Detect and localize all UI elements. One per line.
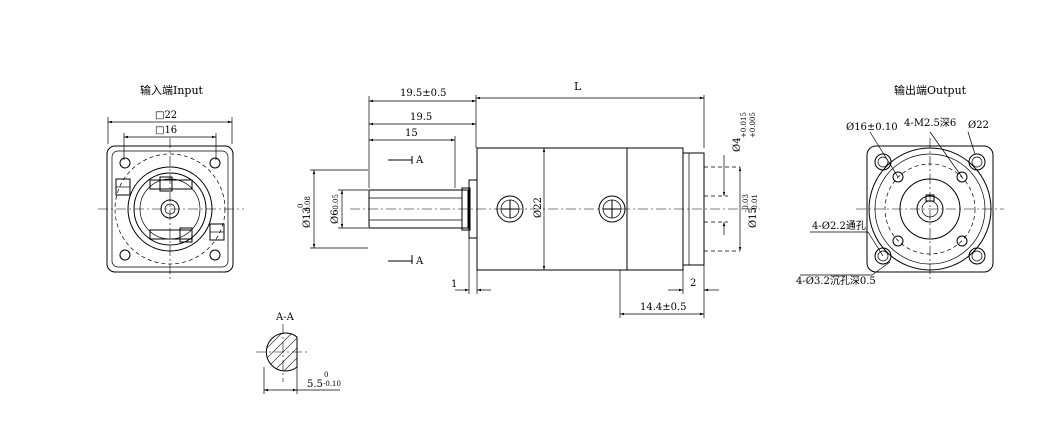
corner-hole [968,247,986,265]
side-view: L 19.5±0.5 19.5 15 A A Ø13 0 -0.08 Ø6 -0… [297,80,760,318]
section-mark-top: A [415,155,424,166]
input-hole [209,249,221,261]
input-hole [209,157,221,169]
corner-hole-inner [877,156,889,168]
dim-d15-tol-upper: -0.03 [742,194,750,212]
output-boss [899,178,961,240]
output-end-view: 输出端Output Ø16±0.10 4-M2.5深 [796,83,1004,287]
output-ring-inner [874,153,986,265]
clamp-block [149,179,193,190]
corner-hole [968,153,986,171]
dim-d22: Ø22 [533,197,544,218]
dim-5-5-tol-upper: 0 [324,371,328,379]
dim-19-5-tol: 19.5±0.5 [400,88,447,99]
input-ring [127,166,213,252]
clamp-nut [179,227,193,243]
bolt-circle [114,153,226,265]
dim-d4-tol-lower: +0.005 [749,112,757,138]
dim-1: 1 [451,279,457,290]
output-view-title: 输出端Output [894,83,967,97]
threaded-hole [892,235,904,247]
dim-5-5: 5.5 [307,379,323,390]
corner-hole [874,247,892,265]
corner-hole-inner [877,250,889,262]
corner-hole-inner [971,250,983,262]
dim-d13: Ø13 [302,207,313,228]
input-dim-outer: □22 [155,110,177,121]
dim-14-4: 14.4±0.5 [640,302,687,313]
section-title: A-A [275,312,295,323]
input-hole [119,249,131,261]
leader-m2 [929,131,963,178]
dim-l: L [574,80,582,93]
input-view-title: 输入端Input [140,83,204,97]
threaded-hole [956,235,968,247]
corner-hole-inner [971,156,983,168]
leader-22 [967,131,976,155]
threaded-hole [892,171,904,183]
corner-hole [874,153,892,171]
keyway [925,194,935,202]
dim-d6: Ø6 [330,209,341,224]
dim-d6-tol: -0.05 [332,194,340,212]
dim-22: Ø22 [968,120,989,131]
input-hole [119,157,131,169]
output-shaft [916,195,944,223]
dim-m2: 4-M2.5深6 [904,117,956,129]
body-screw [598,195,626,223]
threaded-hole [956,171,968,183]
dim-counterbore: 4-Ø3.2沉孔深0.5 [796,274,876,287]
dim-d13-tol-lower: -0.08 [304,196,312,214]
dim-d15: Ø15 [748,207,759,228]
input-bore [160,199,180,219]
dim-d16: Ø16±0.10 [846,122,898,133]
input-dim-inner: □16 [155,125,177,136]
dim-d13-tol-upper: 0 [297,204,305,208]
dim-19-5: 19.5 [410,112,432,123]
dim-d4-tol-upper: +0.015 [740,112,748,138]
leader-counterbore [871,261,891,276]
section-a-a: A-A 5.5 0 -0.10 [256,312,341,394]
dim-d15-tol-lower: -0.01 [751,194,759,212]
section-mark-bottom: A [415,256,424,267]
input-bore-inner [164,203,176,215]
dim-15: 15 [405,128,418,139]
clamp-nut [159,176,173,192]
dim-2: 2 [690,278,696,289]
leader-d16 [869,131,899,178]
output-bolt-circle [884,163,976,255]
dim-d4: Ø4 [732,137,743,152]
leader-holes [867,231,884,257]
dim-holes: 4-Ø2.2通孔 [812,220,866,232]
section-outline [265,332,298,372]
input-end-view: 输入端Input □22 □16 [98,83,244,282]
dim-5-5-tol-lower: -0.10 [323,380,341,388]
body-screw [496,195,524,223]
output-ring [868,147,992,271]
input-ring-inner [133,172,207,246]
